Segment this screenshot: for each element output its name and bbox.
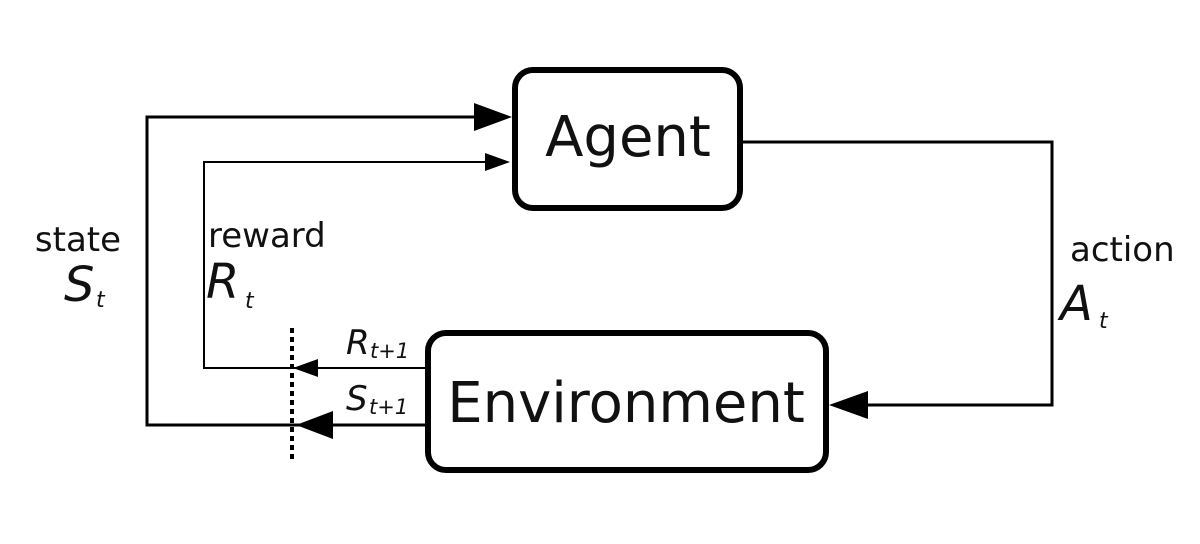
environment-box	[425, 330, 829, 473]
next-reward-arrowhead	[293, 359, 318, 377]
reward-subscript: t	[245, 289, 255, 314]
state-subscript: t	[96, 288, 106, 313]
next-reward-symbol: R	[346, 323, 370, 363]
agent-label: Agent	[545, 105, 711, 170]
action-symbol: A	[1057, 276, 1093, 332]
state-symbol: S	[64, 257, 94, 313]
action-arrowhead	[829, 391, 868, 419]
state-arrowhead	[474, 103, 512, 131]
reward-word: reward	[208, 216, 326, 256]
reward-arrowhead	[485, 153, 510, 171]
next-state-arrowhead	[296, 411, 333, 439]
agent-box	[512, 67, 743, 211]
state-edge-line	[145, 115, 478, 427]
next-state-symbol: S	[346, 379, 368, 419]
next-state-subscript: t+1	[369, 395, 408, 419]
next-reward-subscript: t+1	[370, 339, 409, 363]
reward-symbol: R	[206, 254, 239, 310]
action-word: action	[1070, 230, 1175, 270]
action-subscript: t	[1099, 309, 1109, 334]
action-edge-line	[743, 140, 1054, 407]
state-word: state	[35, 220, 121, 260]
environment-label: Environment	[447, 371, 805, 436]
